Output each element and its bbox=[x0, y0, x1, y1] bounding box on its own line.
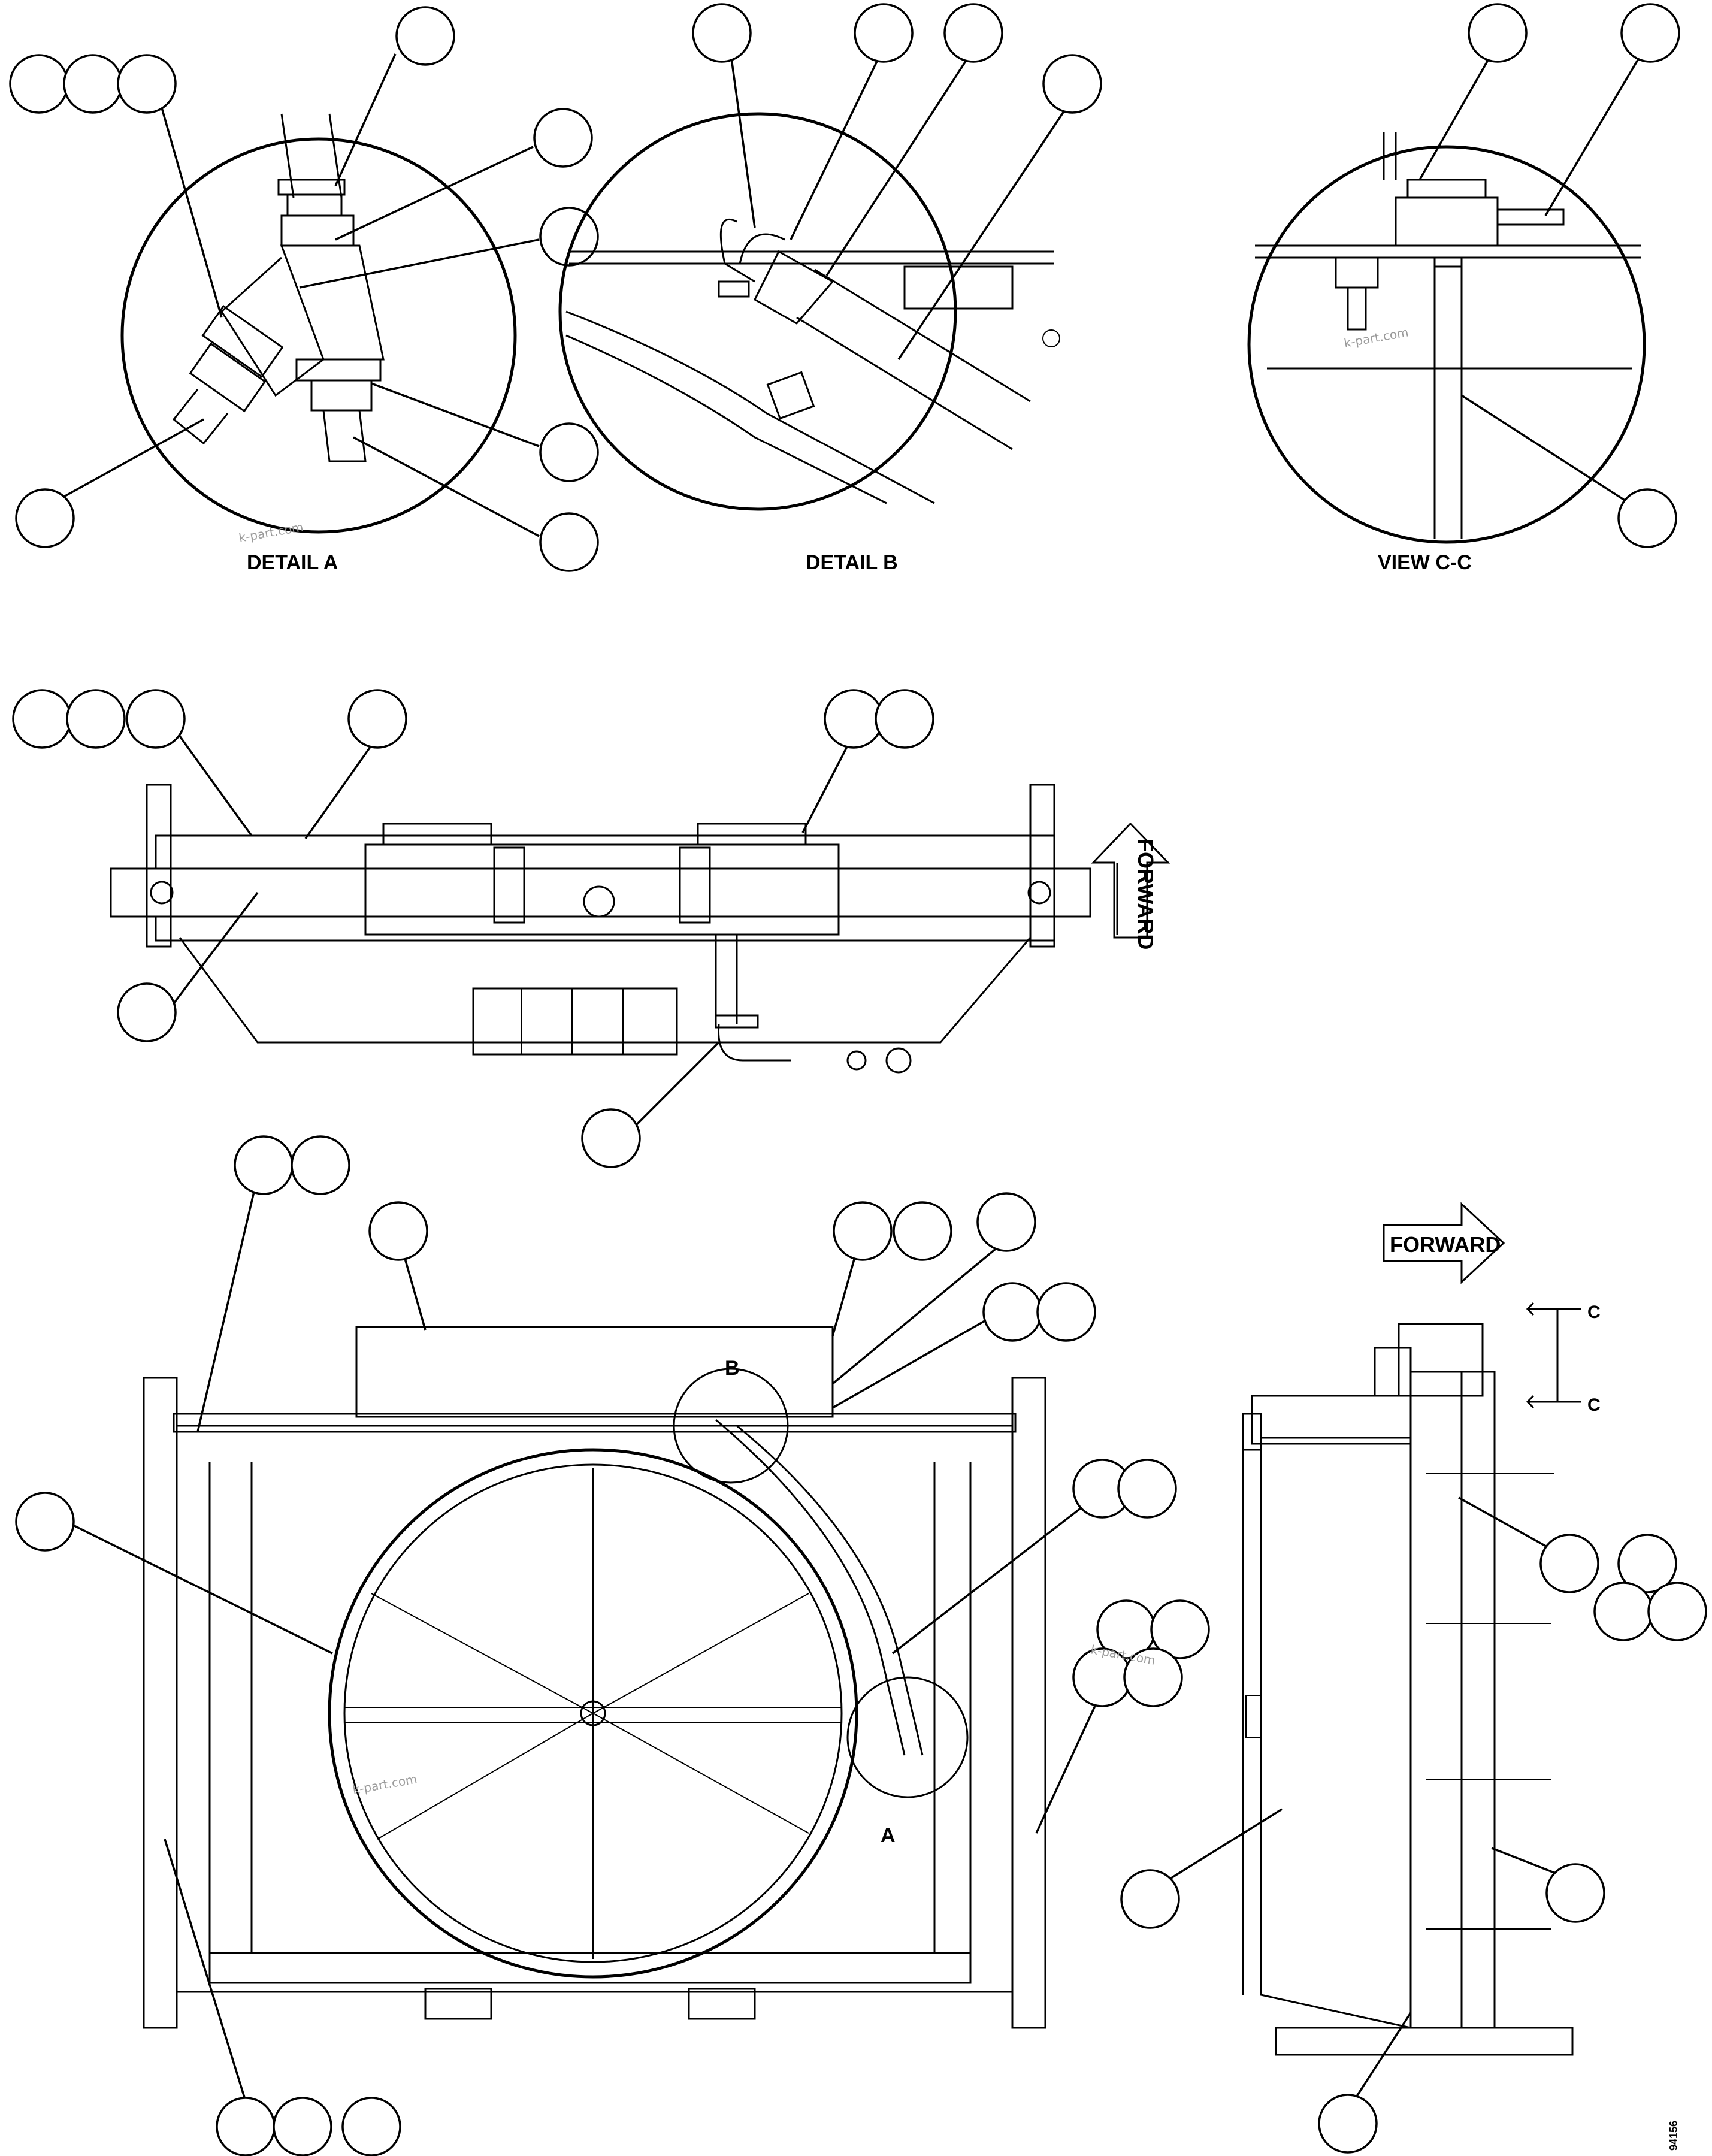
callout bbox=[1042, 54, 1102, 114]
callout bbox=[15, 1492, 75, 1552]
callout bbox=[1617, 488, 1677, 548]
detail-a: k-part.com DETAIL A bbox=[120, 113, 517, 574]
callout bbox=[347, 689, 407, 749]
detail-a-label: DETAIL A bbox=[247, 551, 338, 574]
callout bbox=[15, 488, 75, 548]
section-a-label: A bbox=[881, 1824, 896, 1847]
callout bbox=[216, 2097, 276, 2156]
section-c-upper: C bbox=[1587, 1302, 1601, 1322]
callout bbox=[63, 54, 123, 114]
front-view-callouts bbox=[15, 1135, 1210, 2156]
callout bbox=[1545, 1863, 1605, 1923]
callout bbox=[533, 108, 593, 168]
callout bbox=[1318, 2094, 1378, 2154]
detail-b-label: DETAIL B bbox=[806, 551, 898, 574]
callout bbox=[1123, 1647, 1183, 1707]
callout bbox=[976, 1192, 1036, 1252]
fan-spokes bbox=[344, 1468, 842, 1959]
callout bbox=[341, 2097, 401, 2156]
side-view: k-part.com C C bbox=[1090, 1302, 1601, 2056]
callout bbox=[117, 982, 177, 1042]
callout bbox=[1117, 1459, 1177, 1519]
watermark-a: k-part.com bbox=[238, 519, 304, 545]
callout bbox=[875, 689, 934, 749]
detail-b-callouts bbox=[692, 3, 1102, 360]
callout bbox=[234, 1135, 294, 1195]
callout bbox=[291, 1135, 350, 1195]
callout bbox=[117, 54, 177, 114]
section-b-label: B bbox=[725, 1357, 740, 1380]
callout bbox=[893, 1201, 952, 1261]
callout bbox=[1468, 3, 1528, 63]
forward-label-top: FORWARD bbox=[1133, 839, 1158, 950]
callout bbox=[1620, 3, 1680, 63]
front-view: k-part.com B A bbox=[143, 1326, 1046, 2029]
callout bbox=[126, 689, 186, 749]
detail-a-callouts bbox=[9, 6, 599, 572]
view-c-c: k-part.com VIEW C-C bbox=[1247, 132, 1646, 574]
forward-arrow-top: FORWARD bbox=[1091, 822, 1170, 950]
callout bbox=[395, 6, 455, 66]
top-view-callouts bbox=[12, 689, 934, 1168]
forward-arrow-side: FORWARD bbox=[1383, 1202, 1505, 1284]
callout bbox=[539, 422, 599, 482]
callout bbox=[1647, 1582, 1707, 1641]
callout bbox=[1539, 1534, 1599, 1593]
view-c-c-label: VIEW C-C bbox=[1378, 551, 1472, 574]
view-c-c-callouts bbox=[1418, 3, 1680, 548]
callout bbox=[982, 1282, 1042, 1342]
callout bbox=[824, 689, 884, 749]
callout bbox=[539, 512, 599, 572]
callout bbox=[66, 689, 126, 749]
callout bbox=[1617, 1534, 1677, 1593]
callout bbox=[368, 1201, 428, 1261]
section-c-lower: C bbox=[1587, 1395, 1601, 1415]
callout bbox=[692, 3, 752, 63]
callout bbox=[12, 689, 72, 749]
callout bbox=[1150, 1599, 1210, 1659]
callout bbox=[1036, 1282, 1096, 1342]
callout bbox=[833, 1201, 893, 1261]
callout bbox=[9, 54, 69, 114]
callout bbox=[581, 1108, 641, 1168]
callout bbox=[943, 3, 1003, 63]
side-view-callouts bbox=[1120, 1496, 1707, 2154]
callout bbox=[1120, 1869, 1180, 1929]
forward-label-side: FORWARD bbox=[1390, 1232, 1501, 1257]
callout bbox=[273, 2097, 332, 2156]
detail-b: DETAIL B bbox=[558, 112, 1060, 574]
top-view bbox=[110, 784, 1091, 1074]
callout bbox=[854, 3, 914, 63]
drawing-number: 94156 bbox=[1668, 2121, 1680, 2151]
watermark-front: k-part.com bbox=[352, 1771, 418, 1797]
callout bbox=[1593, 1582, 1653, 1641]
